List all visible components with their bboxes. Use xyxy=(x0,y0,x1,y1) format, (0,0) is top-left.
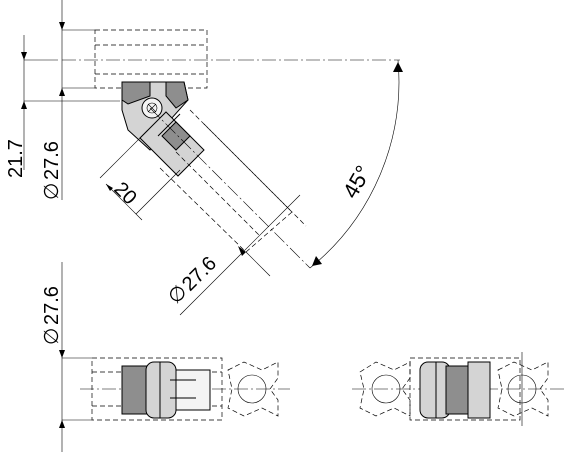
dim-21-7: 21.7 xyxy=(5,139,27,178)
upper-connector xyxy=(121,81,189,151)
dim-phi-upper-symbol: ∅ xyxy=(41,183,63,200)
top-horizontal-tube xyxy=(62,29,400,89)
angled-tube xyxy=(149,107,311,269)
dim-45-degrees: 45° xyxy=(338,161,376,202)
angle-arc xyxy=(309,59,403,269)
dim-angled-lines xyxy=(179,194,301,316)
angled-collar xyxy=(139,111,205,177)
dim-27-6-upper: 27.6 xyxy=(41,141,63,180)
lower-dimension-lines xyxy=(59,262,92,452)
dim-27-6-lower: 27.6 xyxy=(41,286,63,325)
dim-phi-lower-symbol: ∅ xyxy=(41,328,63,345)
dim-20-lines xyxy=(99,129,181,221)
lower-right-view xyxy=(352,357,565,421)
lower-right-profile xyxy=(497,352,549,426)
lower-left-view xyxy=(80,357,290,421)
dim-20: 20 xyxy=(109,178,140,209)
top-dimension-lines xyxy=(21,0,120,200)
lower-left-profile xyxy=(227,361,279,417)
